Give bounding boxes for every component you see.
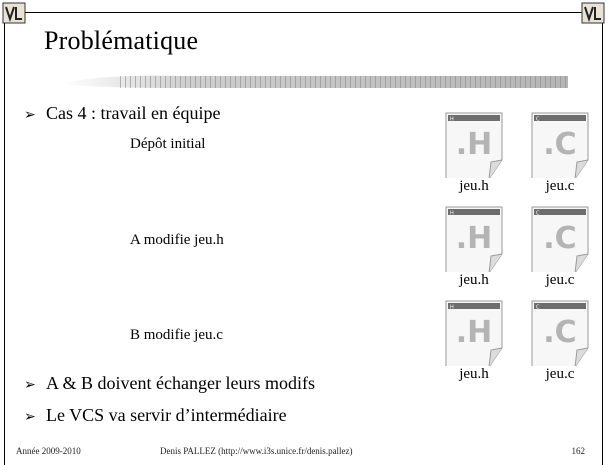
svg-text:H: H <box>450 211 454 217</box>
slide-title: Problématique <box>44 26 199 55</box>
file-name: jeu.c <box>527 272 593 289</box>
svg-text:.H: .H <box>456 221 493 256</box>
bullet-arrow-icon: ➢ <box>24 410 36 425</box>
svg-text:.C: .C <box>543 127 576 162</box>
bullet-item: ➢A & B doivent échanger leurs modifs <box>24 373 315 393</box>
svg-text:C: C <box>536 117 540 123</box>
file-name: jeu.h <box>441 272 507 289</box>
file-h: H .H jeu.h <box>441 300 507 383</box>
file-name: jeu.h <box>441 178 507 195</box>
svg-text:H: H <box>450 117 454 123</box>
step-label-a: A modifie jeu.h <box>130 232 224 248</box>
file-h: H .H jeu.h <box>441 112 507 195</box>
svg-text:H: H <box>450 305 454 311</box>
file-name: jeu.c <box>527 178 593 195</box>
header-file-icon: H .H <box>445 300 503 368</box>
svg-text:.C: .C <box>543 315 576 350</box>
source-file-icon: C .C <box>531 112 589 180</box>
svg-text:.C: .C <box>543 221 576 256</box>
file-c: C .C jeu.c <box>527 300 593 383</box>
source-file-icon: C .C <box>531 300 589 368</box>
svg-text:C: C <box>536 305 540 311</box>
file-c: C .C jeu.c <box>527 112 593 195</box>
university-logo-icon <box>581 2 605 24</box>
step-label-initial: Dépôt initial <box>130 136 206 152</box>
file-h: H .H jeu.h <box>441 206 507 289</box>
bullet-item: ➢Le VCS va servir d’intermédiaire <box>24 405 287 425</box>
step-label-b: B modifie jeu.c <box>130 327 223 343</box>
file-name: jeu.h <box>441 366 507 383</box>
bullet-arrow-icon: ➢ <box>24 108 36 123</box>
university-logo-icon <box>2 2 26 24</box>
file-c: C .C jeu.c <box>527 206 593 289</box>
bullet-item: ➢Cas 4 : travail en équipe <box>24 103 221 123</box>
footer-author: Denis PALLEZ (http://www.i3s.unice.fr/de… <box>160 446 353 456</box>
header-file-icon: H .H <box>445 206 503 274</box>
file-name: jeu.c <box>527 366 593 383</box>
bullet-arrow-icon: ➢ <box>24 378 36 393</box>
title-decorative-bar <box>60 75 568 88</box>
slide-frame <box>4 12 603 465</box>
svg-text:.H: .H <box>456 315 493 350</box>
footer-page-number: 162 <box>571 446 586 456</box>
source-file-icon: C .C <box>531 206 589 274</box>
footer-year: Année 2009-2010 <box>16 446 81 456</box>
svg-text:.H: .H <box>456 127 493 162</box>
header-file-icon: H .H <box>445 112 503 180</box>
svg-text:C: C <box>536 211 540 217</box>
